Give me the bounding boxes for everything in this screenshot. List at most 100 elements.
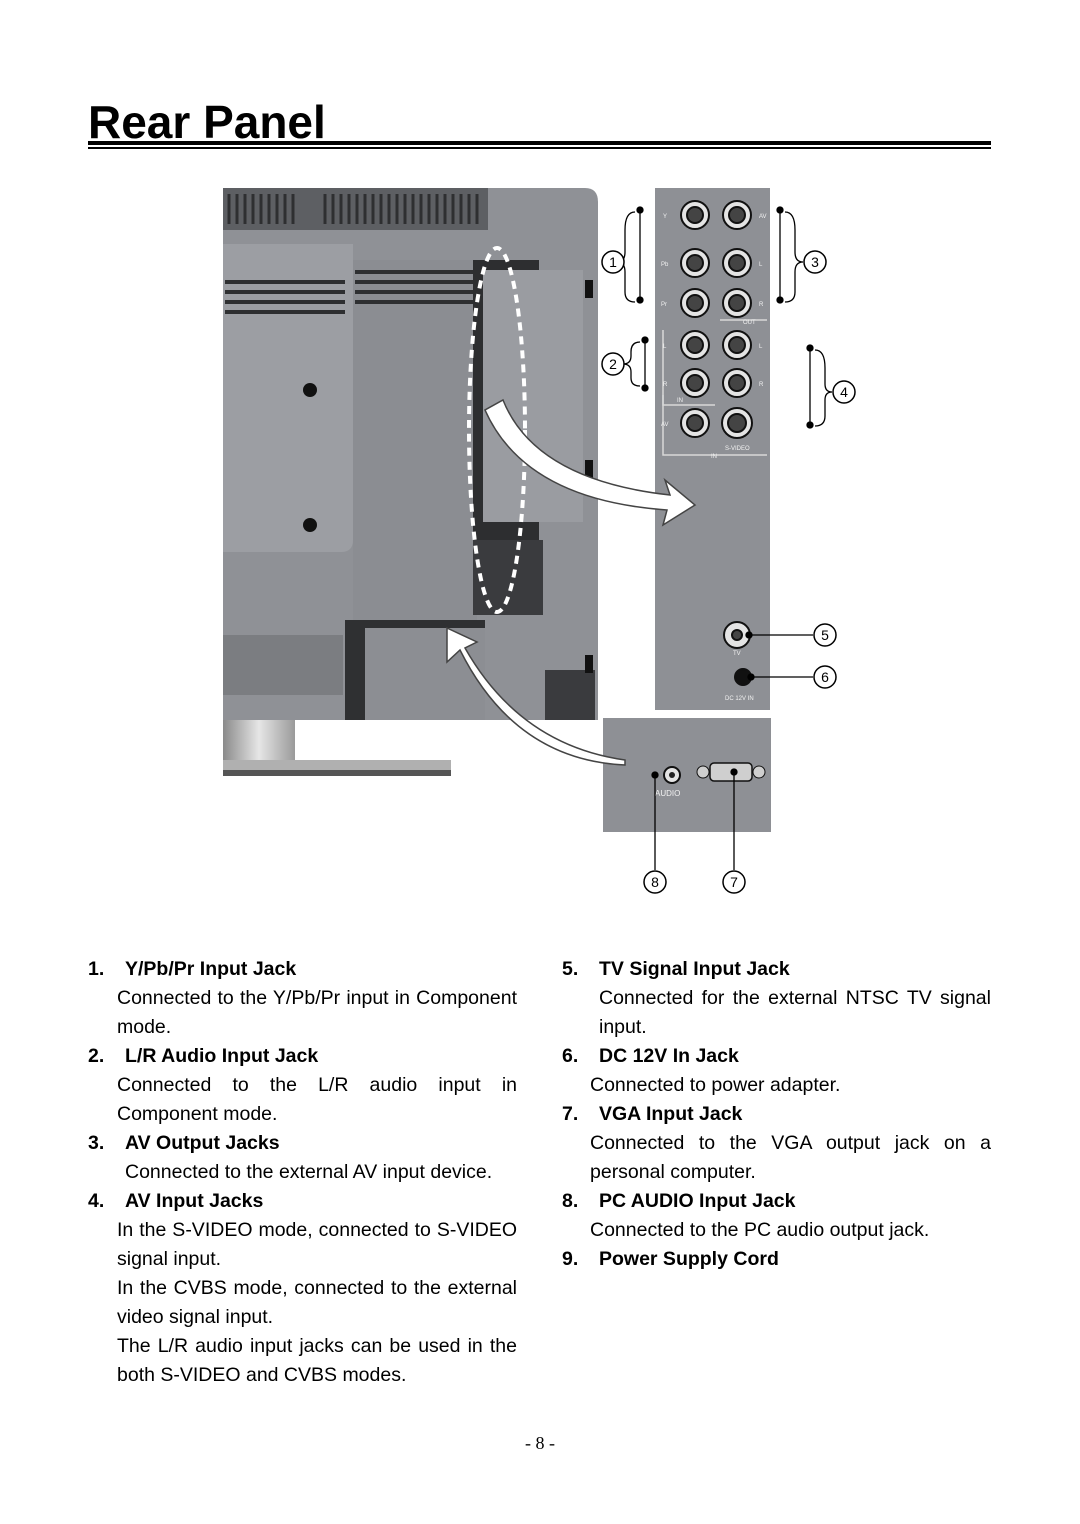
label-av-in: AV xyxy=(661,422,669,428)
item-title: VGA Input Jack xyxy=(599,1103,743,1125)
page-title: Rear Panel xyxy=(88,96,326,148)
item-number: 6. xyxy=(562,1045,579,1067)
pc-jack-panel: AUDIO xyxy=(603,718,771,832)
item-heading: 7. VGA Input Jack xyxy=(562,1100,991,1129)
item-title: Power Supply Cord xyxy=(599,1248,779,1270)
item-paragraph: Connected to the L/R audio input in Comp… xyxy=(117,1074,517,1125)
callout-3: 3 xyxy=(803,250,827,274)
item-paragraph: Connected to the external AV input devic… xyxy=(125,1161,493,1183)
item-number: 3. xyxy=(88,1132,105,1154)
item-paragraph: Connected for the external NTSC TV signa… xyxy=(599,987,991,1038)
item-title: AV Input Jacks xyxy=(125,1190,264,1212)
item-heading: 3. AV Output Jacks xyxy=(88,1129,517,1158)
item-paragraph: Connected to power adapter. xyxy=(590,1074,841,1096)
label-pr: Pr xyxy=(661,302,667,308)
item-heading: 1. Y/Pb/Pr Input Jack xyxy=(88,955,517,984)
svg-text:8: 8 xyxy=(651,874,659,890)
svg-text:1: 1 xyxy=(609,254,617,270)
callout-1: 1 xyxy=(601,250,625,274)
label-r-out: R xyxy=(759,302,764,308)
item-title: L/R Audio Input Jack xyxy=(125,1045,319,1067)
callout-7: 7 xyxy=(722,870,746,894)
label-tv: TV xyxy=(733,651,741,657)
item-paragraph: The L/R audio input jacks can be used in… xyxy=(117,1335,517,1386)
callout-6: 6 xyxy=(813,665,837,689)
label-pb: Pb xyxy=(661,262,669,268)
page-number: - 8 - xyxy=(525,1433,555,1453)
callout-5: 5 xyxy=(813,623,837,647)
arrows xyxy=(446,398,697,766)
item-heading: 4. AV Input Jacks xyxy=(88,1187,517,1216)
leader-lines xyxy=(616,206,833,870)
label-dc: DC 12V IN xyxy=(725,696,754,702)
item-heading: 8. PC AUDIO Input Jack xyxy=(562,1187,991,1216)
item-paragraph: Connected to the Y/Pb/Pr input in Compon… xyxy=(117,987,517,1038)
side-jack-panel: Y AV Pb L Pr R OUT L L R R IN AV S-VIDEO… xyxy=(655,188,770,710)
label-r-in: R xyxy=(663,382,668,388)
item-description: Connected to the VGA output jack on a pe… xyxy=(562,1129,991,1187)
svg-text:3: 3 xyxy=(811,254,819,270)
callout-8: 8 xyxy=(643,870,667,894)
item-title: DC 12V In Jack xyxy=(599,1045,739,1067)
label-r-in-2: R xyxy=(759,382,764,388)
label-in: IN xyxy=(677,398,683,404)
item-title: Y/Pb/Pr Input Jack xyxy=(125,958,297,980)
callout-4: 4 xyxy=(832,380,856,404)
label-y: Y xyxy=(663,214,667,220)
title-rule xyxy=(88,141,991,145)
item-number: 5. xyxy=(562,958,579,980)
item-description: Connected to the Y/Pb/Pr input in Compon… xyxy=(88,984,517,1042)
item-description: Connected to the L/R audio input in Comp… xyxy=(88,1071,517,1129)
item-title: TV Signal Input Jack xyxy=(599,958,790,980)
label-svideo: S-VIDEO xyxy=(725,446,750,452)
list-item: 4. AV Input Jacks In the S-VIDEO mode, con… xyxy=(88,1187,517,1390)
list-item: 9. Power Supply Cord xyxy=(562,1245,991,1274)
svg-text:6: 6 xyxy=(821,669,829,685)
item-description: Connected for the external NTSC TV signa… xyxy=(562,984,991,1042)
svg-text:2: 2 xyxy=(609,356,617,372)
item-paragraph: In the CVBS mode, connected to the exter… xyxy=(117,1277,517,1328)
item-heading: 5. TV Signal Input Jack xyxy=(562,955,991,984)
item-paragraph: Connected to the VGA output jack on a pe… xyxy=(590,1132,991,1183)
title-rule-thin xyxy=(88,147,991,149)
item-paragraph: In the S-VIDEO mode, connected to S-VIDE… xyxy=(117,1219,517,1270)
callouts: 1 2 3 4 5 6 7 8 xyxy=(601,250,856,894)
item-number: 7. xyxy=(562,1103,579,1125)
item-description: In the S-VIDEO mode, connected to S-VIDE… xyxy=(88,1216,517,1390)
item-title: PC AUDIO Input Jack xyxy=(599,1190,796,1212)
item-paragraph: Connected to the PC audio output jack. xyxy=(590,1219,930,1241)
item-description: Connected to power adapter. xyxy=(562,1071,991,1100)
rear-panel-illustration: Y AV Pb L Pr R OUT L L R R IN AV S-VIDEO… xyxy=(223,188,856,894)
item-title: AV Output Jacks xyxy=(125,1132,280,1154)
tv-back xyxy=(223,188,598,776)
label-out: OUT xyxy=(743,320,756,326)
item-number: 1. xyxy=(88,958,105,980)
svg-text:5: 5 xyxy=(821,627,829,643)
item-heading: 6. DC 12V In Jack xyxy=(562,1042,991,1071)
label-av-out: AV xyxy=(759,214,767,220)
label-l-in: L xyxy=(663,344,667,350)
item-heading: 9. Power Supply Cord xyxy=(562,1245,991,1274)
label-l-in-2: L xyxy=(759,344,763,350)
item-description: Connected to the PC audio output jack. xyxy=(562,1216,991,1245)
item-description: Connected to the external AV input devic… xyxy=(88,1158,517,1187)
item-number: 4. xyxy=(88,1190,105,1212)
label-l-out: L xyxy=(759,262,763,268)
item-number: 2. xyxy=(88,1045,105,1067)
item-number: 9. xyxy=(562,1248,579,1270)
item-number: 8. xyxy=(562,1190,579,1212)
svg-text:7: 7 xyxy=(730,874,738,890)
label-in-2: IN xyxy=(711,454,717,460)
label-audio: AUDIO xyxy=(655,789,680,798)
item-heading: 2. L/R Audio Input Jack xyxy=(88,1042,517,1071)
svg-text:4: 4 xyxy=(840,384,848,400)
